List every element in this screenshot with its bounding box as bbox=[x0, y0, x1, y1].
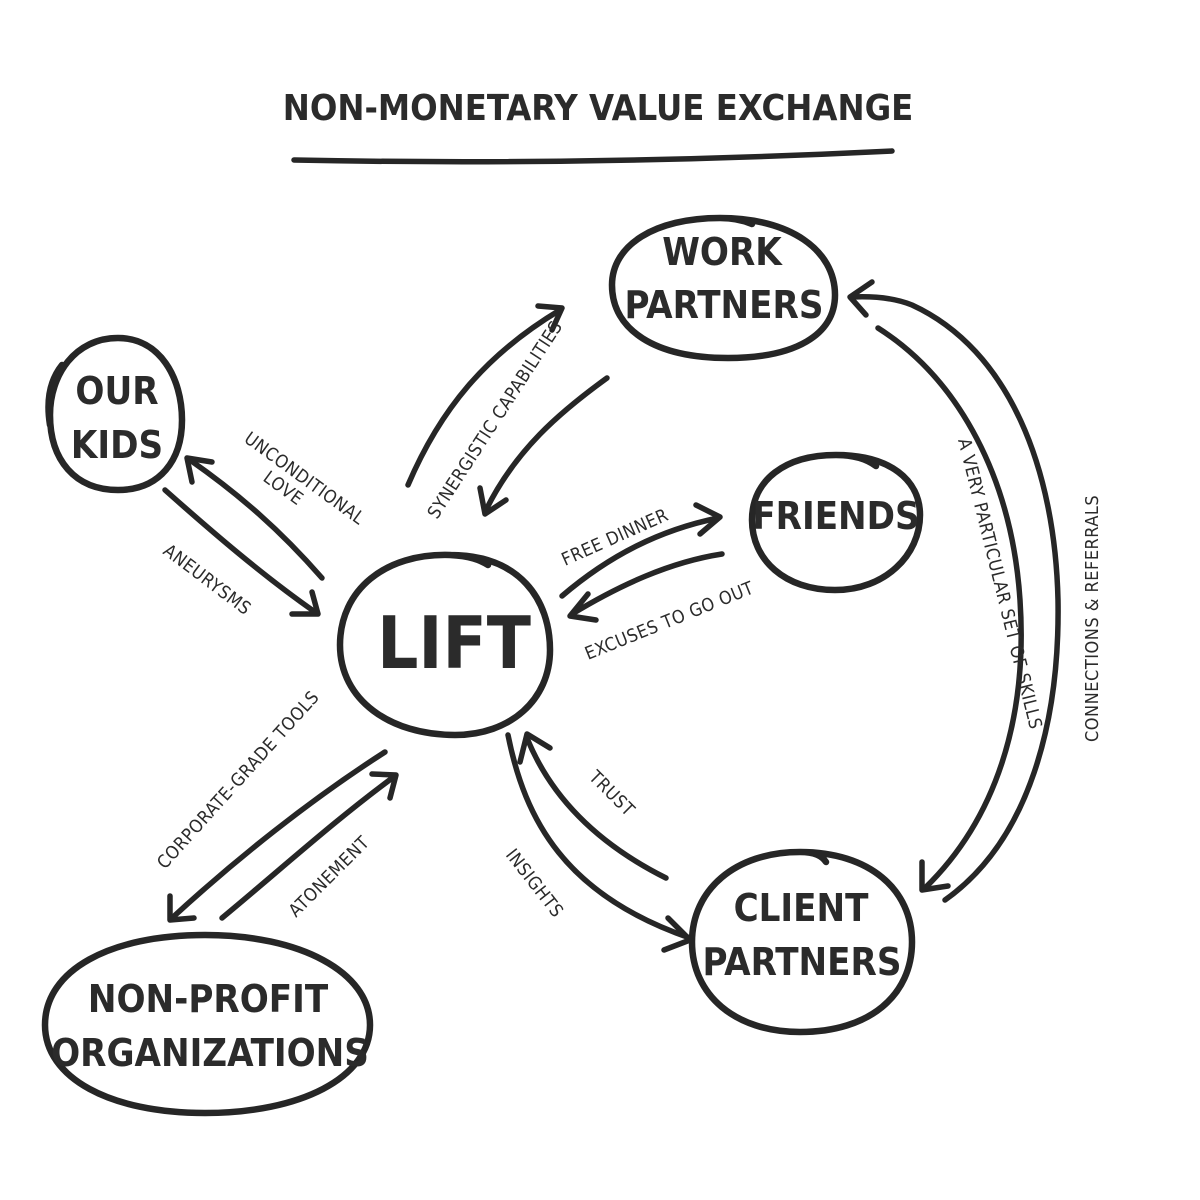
node-client-partners-line2: PARTNERS bbox=[703, 940, 902, 984]
node-client-partners-line1: CLIENT bbox=[734, 886, 870, 930]
arrow-client-partners-to-work-partners bbox=[847, 279, 1061, 903]
arrow-lift-to-client-partners bbox=[505, 732, 693, 953]
label-particular-skills: A VERY PARTICULAR SET OF SKILLS bbox=[953, 436, 1046, 731]
node-lift-label: LIFT bbox=[377, 601, 531, 685]
diagram-title: NON-MONETARY VALUE EXCHANGE bbox=[283, 88, 914, 129]
arrow-lift-to-non-profit bbox=[167, 749, 388, 923]
title-underline bbox=[291, 148, 895, 165]
node-work-partners-line2: PARTNERS bbox=[625, 283, 824, 327]
node-work-partners-line1: WORK bbox=[662, 230, 783, 274]
node-client-partners: CLIENT PARTNERS bbox=[688, 848, 916, 1036]
label-insights: INSIGHTS bbox=[501, 845, 567, 922]
node-lift: LIFT bbox=[336, 551, 554, 739]
label-atonement: ATONEMENT bbox=[285, 832, 374, 921]
arrow-lift-to-work-partners bbox=[405, 303, 565, 488]
arrow-client-partners-to-lift bbox=[517, 731, 669, 881]
arrow-our-kids-to-lift bbox=[162, 487, 321, 617]
arrow-non-profit-to-lift bbox=[219, 771, 399, 921]
arrow-work-partners-to-client-partners bbox=[875, 325, 1024, 893]
label-corporate-grade-tools: CORPORATE-GRADE TOOLS bbox=[153, 687, 324, 873]
node-our-kids-line2: KIDS bbox=[71, 423, 163, 467]
node-work-partners: WORK PARTNERS bbox=[608, 214, 839, 362]
arrow-friends-to-lift bbox=[567, 551, 725, 623]
arrow-work-partners-to-lift bbox=[477, 375, 610, 517]
arrow-lift-to-our-kids bbox=[184, 455, 325, 581]
arrow-lift-to-friends bbox=[559, 502, 723, 599]
node-friends-label: FRIENDS bbox=[752, 494, 919, 538]
node-non-profit-line2: ORGANIZATIONS bbox=[51, 1031, 369, 1075]
label-trust: TRUST bbox=[584, 766, 639, 821]
node-non-profit: NON-PROFIT ORGANIZATIONS bbox=[41, 931, 374, 1117]
label-connections-referrals: CONNECTIONS & REFERRALS bbox=[1082, 495, 1103, 742]
node-our-kids: OUR KIDS bbox=[45, 334, 186, 494]
node-friends: FRIENDS bbox=[748, 451, 924, 594]
node-non-profit-line1: NON-PROFIT bbox=[88, 977, 329, 1021]
node-our-kids-line1: OUR bbox=[75, 369, 158, 413]
